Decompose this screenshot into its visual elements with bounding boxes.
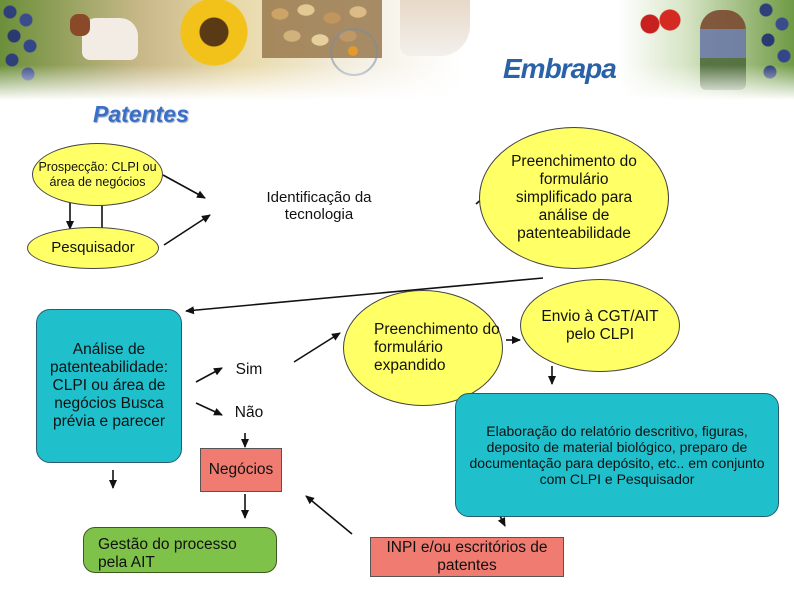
identificacao-node: Identificação da tecnologia bbox=[246, 184, 392, 228]
inpi-node: INPI e/ou escritórios de patentes bbox=[370, 537, 564, 577]
sim-text: Sim bbox=[235, 361, 263, 379]
sunflower-image bbox=[178, 0, 250, 68]
negocios-node: Negócios bbox=[200, 448, 282, 492]
arrow-sim-to-expandido bbox=[293, 332, 341, 363]
arrow-inpi-to-negocios bbox=[305, 495, 353, 535]
gestao-node: Gestão do processo pela AIT bbox=[83, 527, 277, 573]
formulario-simplificado-node: Preenchimento do formulário simplificado… bbox=[479, 127, 669, 269]
identificacao-text: Identificação da tecnologia bbox=[266, 188, 372, 223]
envio-text: Envio à CGT/AIT pelo CLPI bbox=[541, 307, 659, 343]
prospeccao-text: Prospecção: CLPI ou área de negócios bbox=[38, 160, 157, 189]
pesquisador-node: Pesquisador bbox=[27, 227, 159, 269]
cow-image bbox=[70, 14, 138, 60]
nao-node: Não bbox=[222, 400, 276, 426]
prospeccao-node: Prospecção: CLPI ou área de negócios bbox=[32, 143, 163, 206]
tomatoes-image bbox=[640, 6, 684, 42]
arrow-analise-to-sim bbox=[195, 367, 223, 383]
pesquisador-text: Pesquisador bbox=[51, 239, 135, 257]
elaboracao-text: Elaboração do relatório descritivo, figu… bbox=[469, 422, 765, 488]
arrow-elaboracao-to-inpi bbox=[497, 515, 506, 527]
arrow-formulario-to-analise bbox=[185, 277, 544, 315]
negocios-text: Negócios bbox=[208, 461, 274, 479]
arrow-prospeccao-to-identificacao bbox=[162, 174, 206, 199]
gestao-text: Gestão do processo pela AIT bbox=[98, 536, 237, 571]
embrapa-logo: Embrapa bbox=[503, 53, 617, 84]
arrow-pesquisador-to-identificacao bbox=[163, 214, 211, 246]
page-title: Patentes bbox=[93, 101, 189, 127]
formulario-expandido-node: Preenchimento do formulário expandido bbox=[343, 290, 503, 406]
formulario-expandido-text: Preenchimento do formulário expandido bbox=[374, 321, 500, 374]
scientist-image bbox=[400, 0, 470, 56]
sim-node: Sim bbox=[222, 357, 276, 383]
analise-node: Análise de patenteabilidade: CLPI ou áre… bbox=[36, 309, 182, 463]
elaboracao-node: Elaboração do relatório descritivo, figu… bbox=[455, 393, 779, 517]
analise-text: Análise de patenteabilidade: CLPI ou áre… bbox=[49, 341, 169, 430]
formulario-simplificado-text: Preenchimento do formulário simplificado… bbox=[511, 153, 637, 242]
envio-node: Envio à CGT/AIT pelo CLPI bbox=[520, 279, 680, 372]
header-banner: Embrapa bbox=[0, 0, 794, 100]
nao-text: Não bbox=[234, 404, 264, 422]
inpi-text: INPI e/ou escritórios de patentes bbox=[386, 539, 548, 574]
arrow-analise-to-nao bbox=[195, 402, 223, 416]
